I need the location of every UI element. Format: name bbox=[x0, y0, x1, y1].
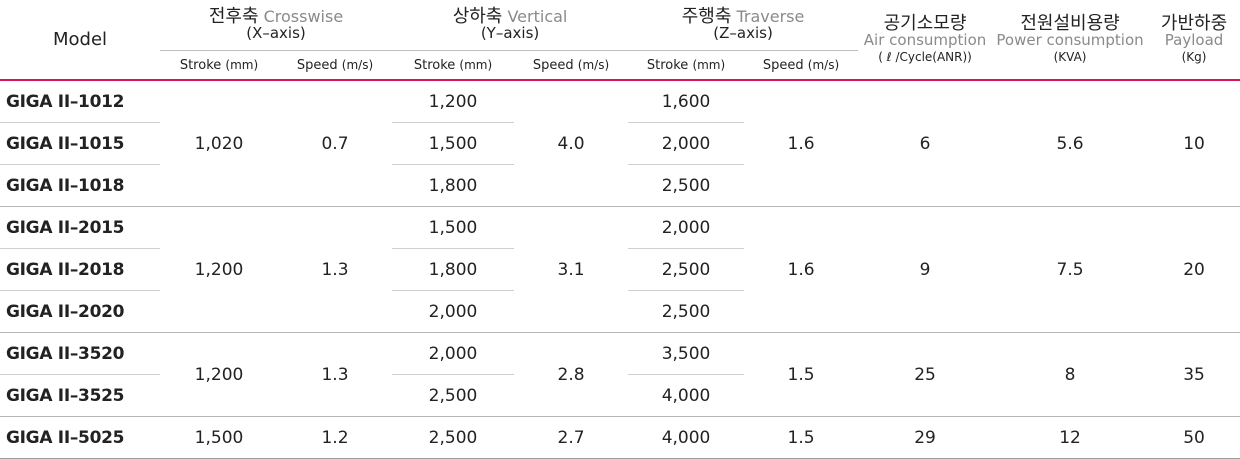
y-stroke-cell: 1,800 bbox=[392, 248, 515, 291]
y-axis-sub: (Y–axis) bbox=[480, 24, 540, 42]
z-stroke-cell: 4,000 bbox=[628, 416, 745, 459]
y-stroke-cell: 2,500 bbox=[392, 416, 515, 459]
x-speed-cell: 0.7 bbox=[278, 80, 393, 207]
power-cell: 12 bbox=[992, 416, 1149, 459]
payload-cell: 35 bbox=[1148, 332, 1240, 417]
x-stroke-cell: 1,200 bbox=[160, 206, 278, 333]
y-stroke-cell: 1,500 bbox=[392, 206, 515, 249]
air-kr: 공기소모량 bbox=[883, 13, 967, 34]
model-cell: GIGA II–1015 bbox=[0, 122, 160, 165]
y-axis-header: 상하축 Vertical (Y–axis) bbox=[392, 0, 629, 51]
x-stroke-cell: 1,200 bbox=[160, 332, 278, 417]
power-header: 전원설비용량 Power consumption (KVA) bbox=[992, 0, 1149, 81]
model-cell: GIGA II–1018 bbox=[0, 164, 160, 207]
y-speed-cell: 4.0 bbox=[514, 80, 629, 207]
z-speed-cell: 1.5 bbox=[744, 416, 859, 459]
payload-cell: 10 bbox=[1148, 80, 1240, 207]
payload-header: 가반하중 Payload (Kg) bbox=[1148, 0, 1240, 81]
table-row: GIGA II–3525 2,500 4,000 bbox=[0, 374, 1240, 417]
y-stroke-cell: 1,500 bbox=[392, 122, 515, 165]
power-cell: 5.6 bbox=[992, 80, 1149, 207]
model-cell: GIGA II–3520 bbox=[0, 332, 160, 375]
z-stroke-cell: 2,500 bbox=[628, 290, 745, 333]
z-stroke-cell: 1,600 bbox=[628, 80, 745, 123]
model-cell: GIGA II–2018 bbox=[0, 248, 160, 291]
air-cell: 9 bbox=[858, 206, 993, 333]
power-kr: 전원설비용량 bbox=[1020, 13, 1120, 34]
z-axis-kr: 주행축 bbox=[681, 6, 732, 27]
y-stroke-header: Stroke (mm) bbox=[392, 50, 515, 81]
y-axis-en: Vertical bbox=[507, 7, 568, 26]
y-speed-cell: 2.7 bbox=[514, 416, 629, 459]
air-en: Air consumption bbox=[863, 31, 987, 49]
z-stroke-cell: 2,000 bbox=[628, 122, 745, 165]
y-speed-cell: 3.1 bbox=[514, 206, 629, 333]
x-speed-header: Speed (m/s) bbox=[278, 50, 393, 81]
y-stroke-cell: 1,200 bbox=[392, 80, 515, 123]
z-stroke-cell: 4,000 bbox=[628, 374, 745, 417]
x-axis-kr: 전후축 bbox=[208, 6, 259, 27]
z-speed-header: Speed (m/s) bbox=[744, 50, 859, 81]
z-axis-en: Traverse bbox=[736, 7, 805, 26]
model-cell: GIGA II–3525 bbox=[0, 374, 160, 417]
y-axis-kr: 상하축 bbox=[452, 6, 503, 27]
z-axis-header: 주행축 Traverse (Z–axis) bbox=[628, 0, 859, 51]
z-stroke-cell: 3,500 bbox=[628, 332, 745, 375]
y-speed-header: Speed (m/s) bbox=[514, 50, 629, 81]
z-stroke-header: Stroke (mm) bbox=[628, 50, 745, 81]
table-row: GIGA II–1018 1,800 2,500 bbox=[0, 164, 1240, 207]
payload-cell: 50 bbox=[1148, 416, 1240, 459]
air-header: 공기소모량 Air consumption ( ℓ /Cycle(ANR)) bbox=[858, 0, 993, 81]
table-row: GIGA II–2020 2,000 2,500 bbox=[0, 290, 1240, 333]
z-axis-sub: (Z–axis) bbox=[713, 24, 773, 42]
payload-unit: (Kg) bbox=[1181, 50, 1207, 64]
z-speed-cell: 1.6 bbox=[744, 206, 859, 333]
x-stroke-cell: 1,500 bbox=[160, 416, 278, 459]
table-row: GIGA II–1015 1,500 2,000 bbox=[0, 122, 1240, 165]
y-stroke-cell: 2,000 bbox=[392, 332, 515, 375]
z-speed-cell: 1.5 bbox=[744, 332, 859, 417]
model-cell: GIGA II–5025 bbox=[0, 416, 160, 459]
payload-kr: 가반하중 bbox=[1160, 13, 1228, 34]
x-axis-en: Crosswise bbox=[263, 7, 344, 26]
air-cell: 25 bbox=[858, 332, 993, 417]
x-speed-cell: 1.3 bbox=[278, 332, 393, 417]
z-stroke-cell: 2,500 bbox=[628, 164, 745, 207]
air-cell: 29 bbox=[858, 416, 993, 459]
z-stroke-cell: 2,000 bbox=[628, 206, 745, 249]
power-unit: (KVA) bbox=[1053, 50, 1087, 64]
model-cell: GIGA II–2020 bbox=[0, 290, 160, 333]
x-axis-sub: (X–axis) bbox=[246, 24, 306, 42]
x-speed-cell: 1.2 bbox=[278, 416, 393, 459]
power-en: Power consumption bbox=[996, 31, 1144, 49]
z-speed-cell: 1.6 bbox=[744, 80, 859, 207]
table-row: GIGA II–2018 1,800 2,500 bbox=[0, 248, 1240, 291]
y-stroke-cell: 2,500 bbox=[392, 374, 515, 417]
z-stroke-cell: 2,500 bbox=[628, 248, 745, 291]
x-stroke-cell: 1,020 bbox=[160, 80, 278, 207]
payload-en: Payload bbox=[1164, 31, 1224, 49]
model-header: Model bbox=[0, 0, 160, 81]
air-unit: ( ℓ /Cycle(ANR)) bbox=[878, 50, 972, 64]
air-cell: 6 bbox=[858, 80, 993, 207]
y-stroke-cell: 1,800 bbox=[392, 164, 515, 207]
x-stroke-header: Stroke (mm) bbox=[160, 50, 278, 81]
x-axis-header: 전후축 Crosswise (X–axis) bbox=[160, 0, 393, 51]
payload-cell: 20 bbox=[1148, 206, 1240, 333]
model-cell: GIGA II–1012 bbox=[0, 80, 160, 123]
y-stroke-cell: 2,000 bbox=[392, 290, 515, 333]
model-cell: GIGA II–2015 bbox=[0, 206, 160, 249]
x-speed-cell: 1.3 bbox=[278, 206, 393, 333]
y-speed-cell: 2.8 bbox=[514, 332, 629, 417]
power-cell: 7.5 bbox=[992, 206, 1149, 333]
power-cell: 8 bbox=[992, 332, 1149, 417]
